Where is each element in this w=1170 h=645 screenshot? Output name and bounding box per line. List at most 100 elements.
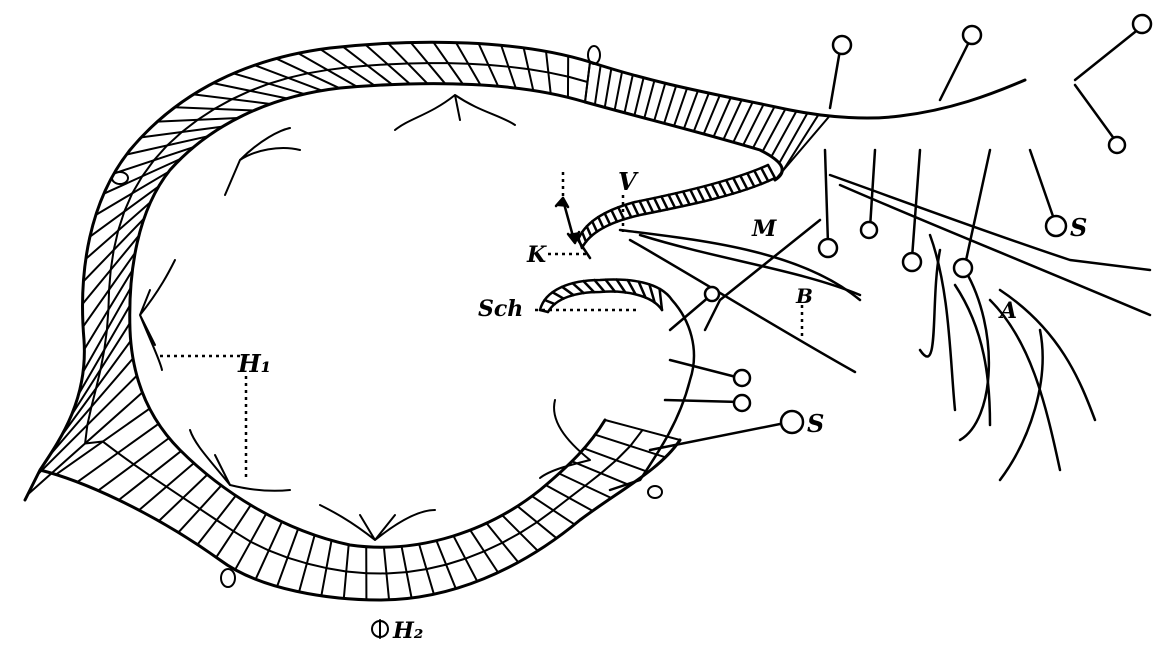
- threshold-cell-wall: [648, 283, 656, 304]
- door-cell-wall: [739, 174, 749, 191]
- cell-wall: [752, 105, 776, 149]
- cell-wall: [722, 98, 743, 141]
- antenna-a-2: [928, 233, 957, 412]
- cell-wall-mid: [117, 210, 126, 232]
- cell-wall-mid: [215, 519, 235, 533]
- antenna-a-5: [998, 288, 1097, 422]
- antenna-a-7: [918, 248, 942, 358]
- cell-wall-mid: [109, 249, 115, 271]
- cell-wall-mid: [326, 66, 349, 71]
- antenna-a-main: [828, 173, 1152, 272]
- cell-wall: [761, 108, 787, 153]
- threshold-cells: [538, 278, 664, 314]
- cell-wall-mid: [213, 98, 233, 110]
- door-cell-wall: [596, 215, 605, 230]
- gland-7: [901, 251, 923, 273]
- threshold-cell-wall: [582, 279, 596, 294]
- threshold-cell-wall: [626, 278, 637, 296]
- cell-wall-mid: [305, 562, 328, 570]
- door-cell-wall: [753, 169, 763, 186]
- cell-wall: [623, 73, 634, 114]
- door-cell-wall: [585, 225, 593, 238]
- door-cell-wall: [638, 199, 648, 216]
- arrow-head-bottom: [566, 230, 581, 245]
- cell-wall: [643, 79, 656, 120]
- cell-wall-mid: [196, 107, 216, 121]
- cell-wall: [633, 76, 645, 117]
- glands: [703, 13, 1153, 435]
- cell-wall-mid: [487, 63, 510, 68]
- gland-3: [1131, 13, 1153, 35]
- cell-wall-mid: [629, 429, 644, 447]
- bladder-wall-inner: [128, 82, 607, 549]
- cell-wall-mid: [547, 71, 570, 78]
- cell-wall-mid: [615, 444, 632, 462]
- threshold-cell-wall: [604, 278, 617, 293]
- cell-wall-mid: [286, 556, 308, 565]
- cell-wall: [712, 96, 732, 138]
- cell-wall-mid: [95, 368, 102, 390]
- gland-9: [817, 237, 839, 259]
- cell-wall-mid: [105, 308, 110, 331]
- cell-wall: [603, 67, 613, 109]
- cell-wall-mid: [116, 451, 135, 466]
- cell-wall-mid: [467, 62, 490, 66]
- bladder-wall: [23, 40, 1027, 602]
- cell-wall-mid: [165, 485, 185, 499]
- cell-wall: [673, 87, 689, 127]
- stalk-13: [668, 294, 712, 332]
- cell-wall-mid: [584, 472, 602, 487]
- cell-wall-mid: [287, 72, 309, 79]
- hair-left-h1: [139, 259, 176, 371]
- cell-wall-mid: [90, 387, 98, 408]
- bladder-wall-outer: [23, 40, 682, 602]
- cell-wall-mid: [346, 64, 369, 69]
- antennae: [618, 26, 1152, 482]
- label-k: K: [526, 242, 547, 268]
- cell-wall: [742, 103, 765, 147]
- cell-wall-mid: [325, 567, 348, 573]
- bristle-m-2: [628, 238, 857, 374]
- cell-wall-mid: [567, 75, 589, 83]
- cell-wall-mid: [232, 530, 252, 543]
- cell-wall-mid: [84, 440, 104, 445]
- ext-gland-bottom-left: [220, 568, 236, 588]
- labels: V K M S Sch B A H₁ S H₂: [237, 167, 1087, 644]
- cell-wall-mid: [249, 540, 270, 552]
- hair-bottom: [319, 504, 436, 541]
- label-h1: H₁: [237, 349, 271, 378]
- threshold-cell-wall: [543, 298, 556, 306]
- door-cell-wall: [717, 181, 728, 197]
- cell-wall: [780, 113, 820, 174]
- door-cell-wall: [696, 186, 706, 203]
- cell-wall: [682, 89, 699, 130]
- door-cell-wall: [660, 195, 669, 211]
- threshold-cell-wall: [593, 278, 606, 293]
- cell-wall: [604, 419, 681, 441]
- external-glands: [111, 45, 663, 639]
- stalk-3: [1073, 26, 1142, 82]
- cell-wall-mid: [198, 507, 218, 522]
- cell-wall-mid: [507, 65, 530, 71]
- stalk-6: [963, 148, 992, 267]
- cell-wall-mid: [552, 496, 571, 512]
- cell-wall-mid: [152, 144, 169, 162]
- threshold-cell-wall: [637, 280, 647, 299]
- ext-gland-right: [647, 485, 663, 499]
- cell-wall-mid: [306, 68, 329, 75]
- door-cell-wall: [667, 193, 677, 210]
- leader-lines: [160, 172, 804, 480]
- cell-wall-mid: [107, 288, 111, 311]
- hair-top: [394, 94, 516, 131]
- bladder-wall-top-right: [588, 60, 1027, 120]
- cell-wall-mid: [141, 159, 155, 178]
- cell-wall-mid: [447, 62, 470, 65]
- door-cell-wall: [610, 208, 619, 223]
- stalk-2: [938, 38, 972, 102]
- cell-wall-mid: [166, 130, 183, 147]
- label-sch: Sch: [478, 296, 523, 322]
- trap-door: [576, 163, 777, 260]
- cell-wall-mid: [518, 521, 538, 534]
- cell-wall-mid: [366, 63, 389, 67]
